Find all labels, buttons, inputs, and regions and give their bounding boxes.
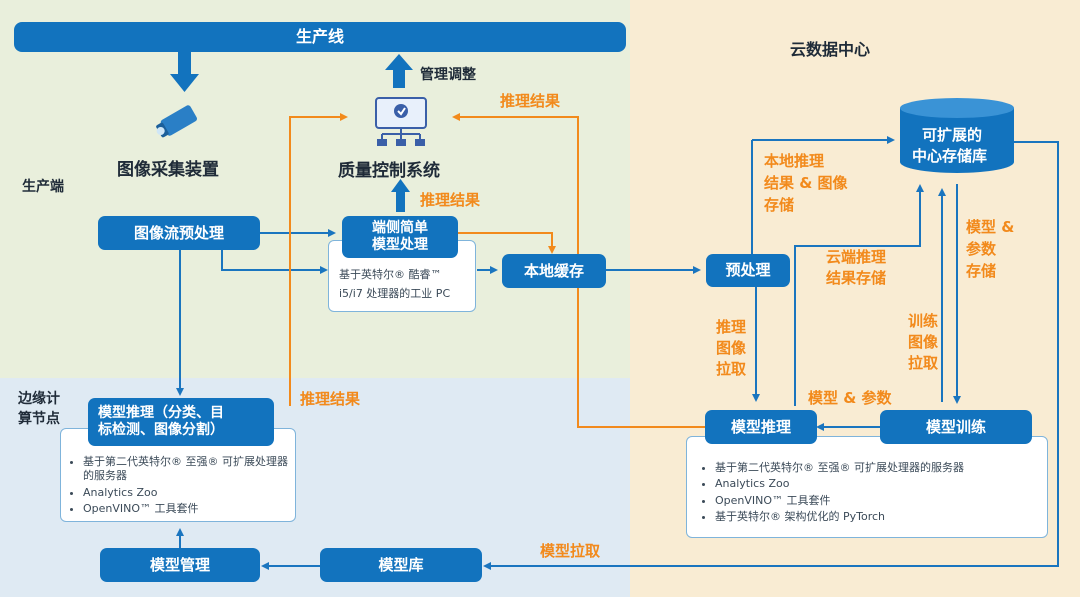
cloud-title: 云数据中心 bbox=[790, 40, 871, 59]
train-pull-1: 训练 bbox=[908, 312, 939, 330]
arrow-storage-to-lib bbox=[483, 141, 1059, 570]
cloud-note-list: 基于第二代英特尔® 至强® 可扩展处理器的服务器 Analytics Zoo O… bbox=[701, 461, 1041, 524]
up-arrow-big bbox=[385, 54, 413, 88]
cloud-note-item: 基于英特尔® 架构优化的 PyTorch bbox=[715, 510, 1041, 524]
pull-3: 拉取 bbox=[716, 360, 747, 378]
ipc-note-line2: i5/i7 处理器的工业 PC bbox=[339, 287, 451, 300]
pull-1: 推理 bbox=[716, 318, 747, 336]
cloud-note: 基于第二代英特尔® 至强® 可扩展处理器的服务器 Analytics Zoo O… bbox=[686, 436, 1048, 538]
node-infer-line1: 模型推理（分类、目 bbox=[98, 404, 224, 421]
edge-simple-line2: 模型处理 bbox=[372, 237, 428, 253]
down-arrow-big bbox=[170, 52, 199, 92]
cloud-store-2: 结果存储 bbox=[826, 269, 887, 287]
local-cache-label: 本地缓存 bbox=[523, 261, 584, 280]
cloud-note-item: Analytics Zoo bbox=[715, 477, 1041, 491]
stream-preprocess-label: 图像流预处理 bbox=[133, 223, 224, 242]
arrow-node-result bbox=[289, 113, 348, 406]
cloud-note-item: 基于第二代英特尔® 至强® 可扩展处理器的服务器 bbox=[715, 461, 1041, 475]
qc-label: 质量控制系统 bbox=[338, 161, 440, 181]
edge-region bbox=[0, 0, 630, 378]
local-cache-box: 本地缓存 bbox=[502, 254, 606, 288]
cloud-train-label: 模型训练 bbox=[925, 417, 986, 436]
pull-2: 图像 bbox=[716, 339, 747, 357]
model-library-box: 模型库 bbox=[320, 548, 482, 582]
infer-result-mid: 推理结果 bbox=[420, 191, 481, 209]
production-line-bar: 生产线 bbox=[14, 22, 626, 52]
edge-simple-line1: 端侧简单 bbox=[372, 219, 428, 236]
camera-icon bbox=[150, 100, 206, 146]
cloud-note-item: OpenVINO™ 工具套件 bbox=[715, 494, 1041, 508]
arrow-edge-to-cache bbox=[458, 232, 556, 254]
model-params-2: 参数 bbox=[966, 240, 997, 258]
model-library-label: 模型库 bbox=[378, 555, 424, 574]
arrow-cloud-store bbox=[794, 184, 924, 406]
node-region-label-2: 算节点 bbox=[18, 411, 60, 427]
model-pull: 模型拉取 bbox=[540, 542, 601, 560]
preprocess-label: 预处理 bbox=[725, 261, 771, 280]
node-note-item: OpenVINO™ 工具套件 bbox=[83, 502, 289, 516]
model-params-3: 存储 bbox=[966, 262, 997, 280]
train-pull-2: 图像 bbox=[908, 333, 939, 351]
cloud-store-1: 云端推理 bbox=[826, 248, 887, 266]
model-params-1: 模型 & bbox=[966, 218, 1015, 236]
preprocess-box: 预处理 bbox=[706, 254, 790, 287]
node-note-list: 基于第二代英特尔® 至强® 可扩展处理器的服务器 Analytics Zoo O… bbox=[69, 455, 289, 516]
model-and-params: 模型 & 参数 bbox=[808, 389, 892, 407]
ipc-note-line1: 基于英特尔® 酷睿™ bbox=[339, 268, 442, 281]
node-infer-line2: 标检测、图像分割） bbox=[98, 422, 224, 438]
cloud-infer-box: 模型推理 bbox=[705, 410, 817, 444]
local-store-3: 存储 bbox=[764, 196, 795, 214]
cloud-train-box: 模型训练 bbox=[880, 410, 1032, 444]
up-arrow-small bbox=[391, 179, 410, 212]
camera-label: 图像采集装置 bbox=[117, 160, 219, 180]
train-pull-3: 拉取 bbox=[908, 354, 939, 372]
local-store-2: 结果 & 图像 bbox=[764, 174, 848, 192]
cloud-infer-label: 模型推理 bbox=[730, 417, 791, 436]
infer-result-top: 推理结果 bbox=[500, 92, 561, 110]
edge-region-label: 生产端 bbox=[22, 179, 64, 195]
node-region-label-1: 边缘计 bbox=[18, 391, 60, 407]
monitor-network-icon bbox=[372, 96, 430, 152]
storage-cylinder bbox=[898, 96, 1016, 180]
node-note-item: 基于第二代英特尔® 至强® 可扩展处理器的服务器 bbox=[83, 455, 289, 484]
infer-result-left: 推理结果 bbox=[300, 390, 361, 408]
storage-label-1: 可扩展的 bbox=[922, 126, 983, 144]
edge-simple-model-box: 端侧简单 模型处理 bbox=[342, 216, 458, 258]
model-management-label: 模型管理 bbox=[149, 555, 210, 574]
production-line-label: 生产线 bbox=[295, 27, 344, 46]
local-store-1: 本地推理 bbox=[764, 152, 825, 170]
node-infer-box: 模型推理（分类、目 标检测、图像分割） bbox=[88, 398, 274, 446]
arrow-stream-to-ipc bbox=[221, 250, 328, 274]
node-note-item: Analytics Zoo bbox=[83, 486, 289, 500]
management-label: 管理调整 bbox=[420, 67, 476, 83]
storage-label-2: 中心存储库 bbox=[912, 147, 988, 165]
stream-preprocess-box: 图像流预处理 bbox=[98, 216, 260, 250]
ipc-note: 基于英特尔® 酷睿™ i5/i7 处理器的工业 PC bbox=[328, 240, 476, 312]
model-management-box: 模型管理 bbox=[100, 548, 260, 582]
